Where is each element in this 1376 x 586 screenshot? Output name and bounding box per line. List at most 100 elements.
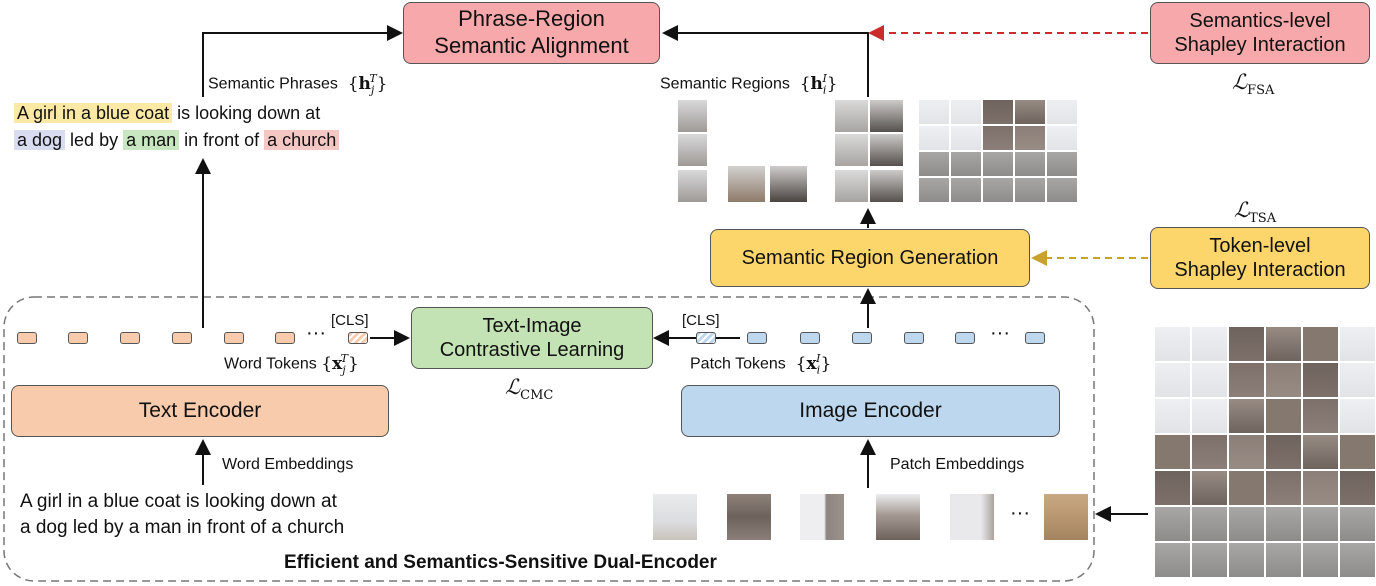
caption-line2: a dog led by a man in front of a church bbox=[20, 517, 345, 538]
image-patch-tile bbox=[1047, 178, 1077, 202]
image-patch-tile bbox=[1266, 435, 1301, 469]
image-cls-label: [CLS] bbox=[682, 312, 720, 329]
image-patch-tile bbox=[1303, 327, 1338, 361]
image-patch-tile bbox=[1015, 100, 1045, 124]
image-patch-tile bbox=[1229, 507, 1264, 541]
loss-tsa-sub: TSA bbox=[1249, 211, 1277, 227]
image-patch-tile bbox=[1015, 152, 1045, 176]
image-patch-tile bbox=[1266, 471, 1301, 505]
word-token bbox=[17, 332, 37, 344]
text-encoder-box: Text Encoder bbox=[11, 385, 389, 437]
phrase-region-alignment-box: Phrase-Region Semantic Alignment bbox=[403, 2, 660, 64]
phrase-region-line2: Semantic Alignment bbox=[434, 33, 629, 58]
image-patch-tile bbox=[678, 134, 707, 166]
patch-tokens-text: Patch Tokens bbox=[690, 355, 786, 373]
word-token-ellipsis: ··· bbox=[306, 322, 326, 344]
patch-image bbox=[800, 494, 844, 540]
image-encoder-label: Image Encoder bbox=[799, 399, 942, 423]
image-patch-tile bbox=[1303, 471, 1338, 505]
image-patch-tile bbox=[728, 166, 765, 202]
token-shapley-line2: Shapley Interaction bbox=[1174, 259, 1346, 281]
image-patch-tile bbox=[1340, 507, 1375, 541]
image-patch-tile bbox=[1340, 435, 1375, 469]
image-patch-tile bbox=[835, 100, 868, 132]
highlighted-sentence-line2: a dog led by a man in front of a church bbox=[14, 130, 340, 151]
image-patch-tile bbox=[1303, 507, 1338, 541]
image-patch-tile bbox=[1015, 178, 1045, 202]
patch-token bbox=[747, 332, 767, 344]
loss-cmc-sub: CMC bbox=[520, 388, 554, 404]
image-patch-tile bbox=[1192, 363, 1227, 397]
image-patch-tile bbox=[870, 170, 903, 202]
image-encoder-box: Image Encoder bbox=[681, 385, 1060, 437]
phrase-rest1: is looking down at bbox=[172, 103, 321, 123]
image-patch-tile bbox=[1229, 363, 1264, 397]
image-patch-tile bbox=[1340, 471, 1375, 505]
arrow-phrases-to-alignment bbox=[202, 25, 403, 97]
word-embeddings-label: Word Embeddings bbox=[222, 456, 354, 473]
image-patch-tile bbox=[1340, 399, 1375, 433]
image-patch-tile bbox=[770, 166, 807, 202]
image-patch-tile bbox=[1192, 507, 1227, 541]
image-patch-tile bbox=[678, 100, 707, 132]
patch-image bbox=[653, 494, 697, 540]
word-token bbox=[275, 332, 295, 344]
word-token bbox=[120, 332, 140, 344]
token-shapley-box: Token-level Shapley Interaction bbox=[1150, 227, 1370, 289]
highlighted-sentence-line1: A girl in a blue coat is looking down at bbox=[14, 103, 320, 124]
image-patch-tile bbox=[1303, 435, 1338, 469]
image-patch-tile bbox=[1192, 543, 1227, 577]
phrase-dog: a dog bbox=[14, 130, 66, 150]
semantic-regions-text: Semantic Regions bbox=[660, 75, 790, 93]
image-patch-tile bbox=[1155, 399, 1190, 433]
image-patch-tile bbox=[1229, 435, 1264, 469]
word-tokens-label: Word Tokens {xjT} bbox=[224, 352, 359, 377]
image-cls-token bbox=[696, 332, 716, 344]
srg-label: Semantic Region Generation bbox=[741, 246, 999, 269]
patch-image bbox=[950, 494, 994, 540]
cl-line1: Text-Image bbox=[482, 314, 582, 337]
caption-line1: A girl in a blue coat is looking down at bbox=[20, 491, 337, 512]
patch-token bbox=[955, 332, 975, 344]
patch-image bbox=[876, 494, 920, 540]
text-encoder-label: Text Encoder bbox=[138, 399, 262, 423]
image-patch-tile bbox=[1155, 543, 1190, 577]
image-patch-tile bbox=[1155, 507, 1190, 541]
image-patch-tile bbox=[983, 100, 1013, 124]
image-patch-tile bbox=[1340, 327, 1375, 361]
phrase-girl: A girl in a blue coat bbox=[14, 103, 173, 123]
image-patch-tile bbox=[919, 178, 949, 202]
image-patch-tile bbox=[1047, 100, 1077, 124]
image-patch-tile bbox=[1266, 543, 1301, 577]
loss-fsa: ℒFSA bbox=[1232, 70, 1275, 99]
text-cls-label: [CLS] bbox=[331, 312, 369, 329]
image-patch-tile bbox=[1340, 543, 1375, 577]
image-patch-tile bbox=[1192, 327, 1227, 361]
image-patch-tile bbox=[1266, 363, 1301, 397]
image-patch-tile bbox=[1229, 399, 1264, 433]
patch-token bbox=[852, 332, 872, 344]
image-patch-tile bbox=[1229, 327, 1264, 361]
image-patch-tile bbox=[1303, 399, 1338, 433]
image-patch-tile bbox=[983, 152, 1013, 176]
semantic-phrases-label: Semantic Phrases {hjT} bbox=[208, 72, 388, 97]
patch-image-ellipsis: ··· bbox=[1010, 502, 1030, 524]
image-patch-tile bbox=[983, 126, 1013, 150]
semantic-regions-label: Semantic Regions {hiI} bbox=[660, 72, 838, 97]
patch-token bbox=[904, 332, 924, 344]
dual-encoder-container bbox=[3, 296, 1095, 582]
image-patch-tile bbox=[1192, 399, 1227, 433]
text-image-contrastive-box: Text-Image Contrastive Learning bbox=[411, 307, 653, 369]
image-patch-tile bbox=[983, 178, 1013, 202]
semantics-shapley-line1: Semantics-level bbox=[1189, 9, 1331, 32]
image-patch-tile bbox=[951, 126, 981, 150]
cl-line2: Contrastive Learning bbox=[439, 339, 625, 361]
image-patch-tile bbox=[1229, 543, 1264, 577]
image-patch-tile bbox=[1015, 126, 1045, 150]
semantics-shapley-box: Semantics-level Shapley Interaction bbox=[1150, 2, 1370, 64]
patch-embeddings-label: Patch Embeddings bbox=[890, 456, 1025, 473]
text-cls-token bbox=[348, 332, 368, 344]
image-patch-tile bbox=[919, 126, 949, 150]
semantics-shapley-line2: Shapley Interaction bbox=[1174, 34, 1346, 56]
